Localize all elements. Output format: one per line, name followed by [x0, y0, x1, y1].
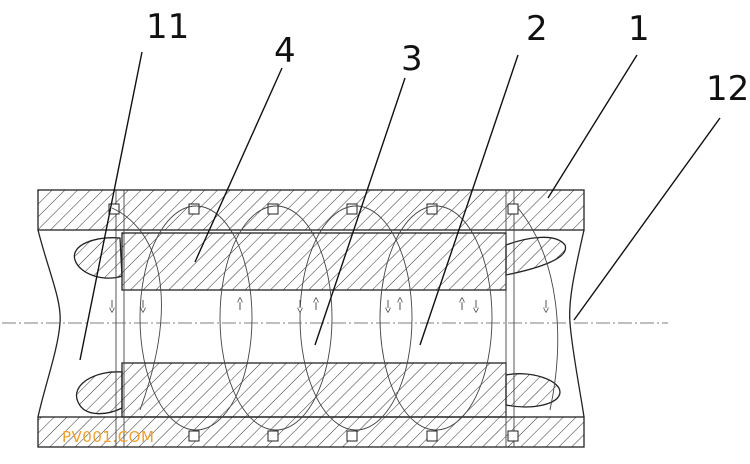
left-end-blob-bottom: [75, 371, 123, 415]
right-end-blob-bottom: [505, 373, 561, 408]
leader-11: [79, 51, 143, 361]
ref-label-1: 1: [628, 9, 650, 49]
leader-1: [547, 54, 638, 199]
inner-block-bottom: [121, 362, 507, 418]
housing-right-contour: [569, 229, 585, 418]
ref-label-2: 2: [526, 9, 548, 49]
leader-12: [573, 117, 721, 321]
housing-left-contour: [37, 229, 61, 418]
ref-label-3: 3: [401, 39, 423, 79]
ref-label-11: 11: [146, 7, 189, 47]
helical-coil: [111, 205, 559, 431]
outer-wall-bottom: [37, 416, 585, 448]
watermark: PV001.COM: [62, 428, 154, 446]
ref-label-12: 12: [706, 69, 749, 109]
outer-wall-top: [37, 189, 585, 231]
right-end-blob-top: [505, 236, 567, 276]
leader-2: [419, 54, 519, 346]
flow-arrows: [112, 300, 546, 310]
leader-3: [314, 77, 406, 346]
leader-4: [194, 67, 283, 263]
ref-label-4: 4: [274, 31, 296, 71]
left-end-blob-top: [73, 237, 123, 279]
